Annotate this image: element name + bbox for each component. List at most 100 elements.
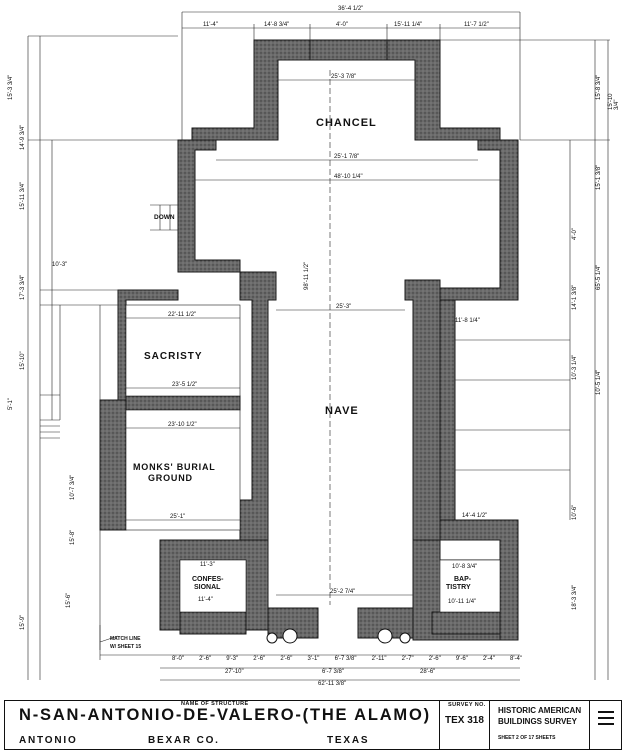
- chancel-end-wall: [309, 39, 388, 61]
- survey-number-cell: SURVEY NO. TEX 318: [440, 701, 490, 749]
- dim-sacristy-w: 22'-11 1/2": [168, 312, 197, 318]
- dim-left-0: 15'-3 3/4": [8, 74, 14, 100]
- dim-b3: 62'-11 3/8": [318, 681, 347, 687]
- dim-right-1: 15'-10 3/4": [608, 93, 620, 111]
- room-baptistry-2: TISTRY: [446, 584, 471, 591]
- dim-transept-width: 25'-1 7/8": [334, 154, 360, 160]
- dimension-lines: [27, 11, 610, 681]
- dim-top-overall: 36'-4 1/2": [338, 6, 364, 12]
- dim-right-4: 65'-5 1/4": [596, 264, 602, 290]
- dim-right-0: 15'-8 3/4": [596, 74, 602, 100]
- label-down: DOWN: [154, 214, 175, 221]
- dim-b1-5: 3'-1": [307, 656, 320, 662]
- corner-mark-bar-2: [598, 717, 614, 719]
- corner-mark-bar-3: [598, 723, 614, 725]
- dim-bottom-row-1: 8'-0" 2'-6" 9'-3" 2'-6" 2'-6" 3'-1" 6'-7…: [172, 656, 522, 662]
- dim-top-2: 14'-8 3/4": [264, 22, 290, 28]
- dim-left-6: 10'-7 3/4": [70, 474, 76, 500]
- dim-left-8: 10'-3": [52, 262, 68, 268]
- dim-b1-12: 8'-4": [510, 656, 522, 662]
- survey-number: TEX 318: [445, 715, 484, 726]
- structure-county: BEXAR CO.: [148, 735, 220, 746]
- dim-b1-10: 9'-6": [455, 656, 468, 662]
- column-1: [266, 632, 278, 644]
- corner-mark: [598, 711, 614, 731]
- structure-city: ANTONIO: [19, 735, 78, 746]
- north-transept-wall-left: [177, 139, 241, 273]
- title-block: NAME OF STRUCTURE N-SAN-ANTONIO-DE-VALER…: [4, 700, 622, 750]
- dim-left-4: 15'-10": [20, 351, 26, 370]
- dim-top-4: 15'-11 1/4": [394, 22, 423, 28]
- dim-top-3: 4'-0": [336, 22, 348, 28]
- dim-left-1: 15'-11 3/4": [20, 181, 26, 210]
- dim-burial-w2: 25'-1": [170, 514, 186, 520]
- dim-b1-8: 2'-7": [401, 656, 414, 662]
- dim-right-7: 10'-5 1/4": [596, 369, 602, 395]
- agency-line-1: HISTORIC AMERICAN: [498, 706, 582, 715]
- confesional-floor: [179, 559, 247, 613]
- dim-b2-1: 6'-7 3/8": [322, 669, 344, 675]
- dim-left-5: 5'-1": [8, 398, 14, 410]
- room-confesional-2: SIONAL: [194, 584, 221, 591]
- dim-b1-1: 2'-6": [199, 656, 212, 662]
- dim-b1-11: 2'-4": [482, 656, 495, 662]
- room-confesional: CONFES-: [192, 576, 224, 583]
- dim-right-9: 18'-3 3/4": [572, 584, 578, 610]
- floor-plan: [27, 11, 610, 681]
- burial-floor: [125, 409, 241, 531]
- dim-burial-w: 23'-10 1/2": [168, 422, 197, 428]
- dim-chancel-width: 25'-3 7/8": [331, 74, 357, 80]
- dim-b1-6: 6'-7 3/8": [334, 656, 357, 662]
- label-match-line: MATCH LINE: [110, 636, 141, 642]
- entry-columns: [266, 628, 411, 644]
- dim-left-3: 17'-3 3/4": [20, 274, 26, 300]
- room-sacristy: SACRISTY: [144, 351, 203, 362]
- dim-confes-w: 11'-3": [200, 562, 215, 568]
- sacristy-floor: [125, 304, 241, 397]
- dim-right-6: 10'-3 1/4": [572, 354, 578, 380]
- dim-top-5: 11'-7 1/2": [464, 22, 489, 28]
- dim-left-7: 15'-8": [70, 529, 76, 545]
- baptistry-floor: [439, 559, 501, 613]
- dim-top-1: 11'-4": [203, 22, 218, 28]
- dim-b1-0: 8'-0": [172, 656, 184, 662]
- dim-left-9: 15'-6": [66, 592, 72, 608]
- dim-right-ext2: 11'-8 1/4": [455, 318, 480, 324]
- dim-sacristy-w2: 23'-5 1/2": [172, 382, 198, 388]
- dim-right-8: 10'-6": [572, 504, 578, 520]
- column-3: [377, 628, 393, 644]
- structure-name-cell: NAME OF STRUCTURE N-SAN-ANTONIO-DE-VALER…: [5, 701, 440, 749]
- room-interiors: [125, 304, 501, 613]
- dim-b1-2: 9'-3": [226, 656, 239, 662]
- sheet-number: SHEET 2 OF 17 SHEETS: [498, 735, 556, 741]
- room-nave: NAVE: [325, 405, 359, 417]
- room-baptistry: BAP-: [454, 576, 472, 583]
- dim-left-10: 15'-9": [20, 614, 26, 630]
- column-2: [282, 628, 298, 644]
- dim-b1-3: 2'-6": [253, 656, 266, 662]
- label-match-line-2: W/ SHEET 15: [110, 644, 142, 650]
- room-chancel: CHANCEL: [316, 117, 377, 129]
- dim-b1-9: 2'-6": [428, 656, 441, 662]
- corner-mark-bar-1: [598, 711, 614, 713]
- dim-right-2: 15'-1 3/8": [596, 164, 602, 190]
- dim-confes-w2: 11'-4": [198, 597, 213, 603]
- agency-cell: HISTORIC AMERICAN BUILDINGS SURVEY SHEET…: [490, 701, 590, 749]
- survey-no-label: SURVEY NO.: [448, 702, 486, 708]
- dim-bap-w: 10'-8 3/4": [452, 564, 478, 570]
- structure-state: TEXAS: [327, 735, 370, 746]
- dim-left-2: 14'-9 3/4": [20, 124, 26, 150]
- dim-b1-7: 2'-11": [371, 656, 387, 662]
- column-4: [399, 632, 411, 644]
- dim-transept-span: 48'-10 1/4": [334, 174, 363, 180]
- room-monks-burial: MONKS' BURIAL: [133, 462, 216, 472]
- dim-right-5: 14'-1 3/8": [572, 284, 578, 310]
- agency-line-2: BUILDINGS SURVEY: [498, 717, 577, 726]
- dim-nave-length: 98'-11 1/2": [304, 261, 310, 290]
- dim-b2-2: 28'-6": [420, 669, 436, 675]
- dim-b1-4: 2'-6": [280, 656, 293, 662]
- dim-right-3: 4'-0": [572, 228, 578, 240]
- dim-nave-width: 25'-3": [336, 304, 352, 310]
- name-of-structure-label: NAME OF STRUCTURE: [181, 701, 249, 707]
- dim-nave-bottom: 25'-2 7/4": [330, 589, 356, 595]
